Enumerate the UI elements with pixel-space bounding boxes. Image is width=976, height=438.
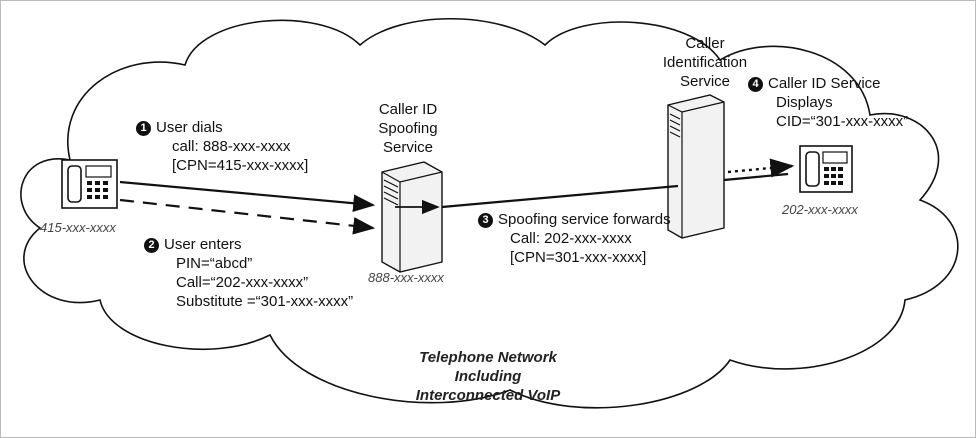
spoof-service-line: Caller ID	[378, 101, 438, 118]
step-line: Displays	[776, 94, 833, 111]
step-badge: 1	[136, 121, 151, 136]
step-line: Call: 202-xxx-xxxx	[510, 230, 632, 247]
step-badge: 2	[144, 238, 159, 253]
step-line: call: 888-xxx-xxxx	[172, 138, 291, 155]
spoof-service-line: Spoofing	[378, 120, 438, 137]
step-line: Caller ID Service	[768, 75, 881, 92]
step-4: 4 Caller ID Service Displays CID=“301-xxx…	[748, 74, 908, 131]
step-line: User enters	[164, 236, 242, 253]
spoof-service-label: Caller ID Spoofing Service	[368, 100, 448, 157]
spoofing-server-tower-icon	[381, 161, 443, 273]
step-line: Spoofing service forwards	[498, 211, 671, 228]
step-badge: 3	[478, 213, 493, 228]
network-label-line: Including	[454, 368, 522, 385]
caller-number: 415-xxx-xxxx	[40, 220, 116, 235]
step-line: User dials	[156, 119, 223, 136]
arrow-user-enters	[119, 198, 376, 235]
step-line: Call=“202-xxx-xxxx”	[176, 274, 309, 291]
step-line: Substitute =“301-xxx-xxxx”	[176, 293, 354, 310]
spoof-service-number: 888-xxx-xxxx	[368, 270, 444, 285]
network-label: Telephone Network Including Interconnect…	[398, 348, 578, 405]
spoof-service-line: Service	[382, 139, 434, 156]
step-line: [CPN=301-xxx-xxxx]	[510, 249, 647, 266]
receiver-phone-icon	[799, 145, 853, 193]
network-label-line: Telephone Network	[419, 349, 557, 366]
arrow-forward-call	[441, 184, 679, 209]
cid-service-label: Caller Identification Service	[650, 34, 760, 91]
network-label-line: Interconnected VoIP	[415, 387, 561, 404]
step-3: 3 Spoofing service forwards Call: 202-xxx…	[478, 210, 671, 267]
cid-service-line: Identification	[662, 54, 748, 71]
cid-service-line: Caller	[685, 35, 725, 52]
step-line: PIN=“abcd”	[176, 255, 253, 272]
step-1: 1 User dials call: 888-xxx-xxxx [CPN=415-…	[136, 118, 308, 175]
arrow-user-dials	[119, 180, 376, 212]
step-2: 2 User enters PIN=“abcd” Call=“202-xxx-xx…	[144, 235, 353, 311]
step-line: [CPN=415-xxx-xxxx]	[172, 157, 309, 174]
step-line: CID=“301-xxx-xxxx”	[776, 113, 909, 130]
caller-phone-icon	[61, 159, 118, 209]
receiver-number: 202-xxx-xxxx	[782, 202, 858, 217]
step-badge: 4	[748, 77, 763, 92]
cid-service-line: Service	[679, 73, 731, 90]
cid-server-tower-icon	[667, 94, 725, 239]
